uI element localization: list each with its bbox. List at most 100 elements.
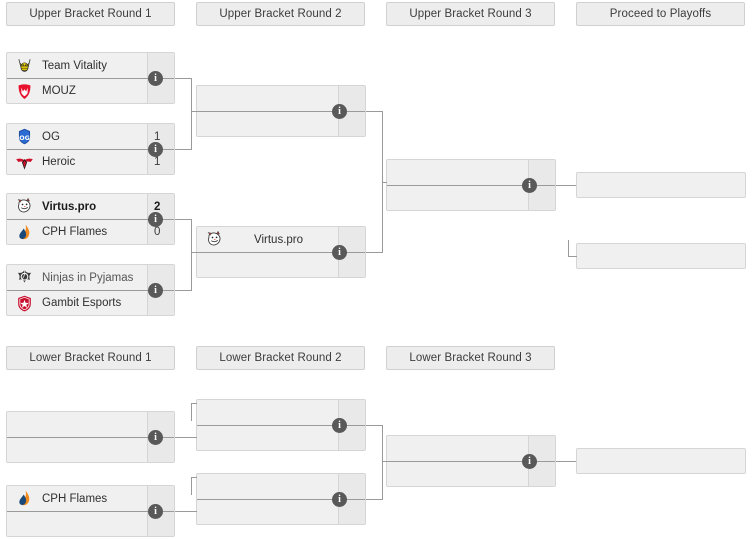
round-header-lower-bracket-round-2[interactable]: Lower Bracket Round 2 [196,346,365,370]
round-header-label: Upper Bracket Round 3 [409,8,532,20]
team-name: Ninjas in Pyjamas [42,271,134,284]
round-header-lower-bracket-round-3[interactable]: Lower Bracket Round 3 [386,346,555,370]
match-ub2-m1[interactable]: i [196,85,366,137]
match-row[interactable] [387,185,555,210]
match-row[interactable] [197,499,365,524]
team-cell: OG OG [7,127,147,146]
round-header-label: Upper Bracket Round 2 [219,8,342,20]
match-row[interactable] [577,173,745,197]
match-info-icon[interactable]: i [148,283,163,298]
round-header-label: Lower Bracket Round 2 [219,352,342,364]
connector-line [382,182,383,253]
round-header-label: Proceed to Playoffs [609,8,712,20]
connector-line [366,499,383,500]
match-row[interactable]: OG OG 1 [7,124,174,149]
playoff-slot-1[interactable] [576,172,746,198]
match-info-icon[interactable]: i [148,504,163,519]
connector-line [191,252,197,253]
cphflames-logo [15,223,34,242]
match-info-icon[interactable]: i [148,142,163,157]
connector-line [382,182,387,183]
team-name: Virtus.pro [42,200,97,213]
match-info-icon[interactable]: i [332,245,347,260]
connector-line [366,111,383,112]
team-name: CPH Flames [42,226,108,238]
connector-line [556,185,576,186]
match-info-icon[interactable]: i [332,418,347,433]
team-name: Heroic [42,156,76,168]
round-header-label: Upper Bracket Round 1 [29,8,152,20]
match-ub2-m2[interactable]: Virtus.pro i [196,226,366,278]
match-lb1-m1[interactable]: i [6,411,175,463]
match-lb1-m2[interactable]: CPH Flames i [6,485,175,537]
og-logo: OG [15,127,34,146]
connector-line [191,477,197,478]
gambit-logo [15,294,34,313]
connector-line [382,425,383,461]
round-header-lower-bracket-round-1[interactable]: Lower Bracket Round 1 [6,346,175,370]
round-header-upper-bracket-round-2[interactable]: Upper Bracket Round 2 [196,2,365,26]
match-ub1-m4[interactable]: Ninjas in Pyjamas Gambit Esports i [6,264,175,316]
team-name: OG [42,130,60,143]
connector-line [175,149,192,150]
connector-line [382,461,387,462]
round-header-label: Lower Bracket Round 1 [29,352,152,364]
match-row[interactable] [577,244,745,268]
match-ub1-m3[interactable]: Virtus.pro 2 CPH Flames 0 i [6,193,175,245]
connector-line [175,78,192,79]
match-row[interactable] [197,425,365,450]
match-info-icon[interactable]: i [148,71,163,86]
virtuspro-logo [15,197,34,216]
match-lb3-m1[interactable]: i [386,435,556,487]
playoff-slot-2[interactable] [576,243,746,269]
connector-line [366,252,383,253]
round-header-upper-bracket-round-1[interactable]: Upper Bracket Round 1 [6,2,175,26]
team-name: MOUZ [42,85,76,97]
lower-bracket-advance-slot[interactable] [576,448,746,474]
team-score [528,462,555,486]
match-info-icon[interactable]: i [148,430,163,445]
team-name: Team Vitality [42,59,107,72]
match-ub1-m1[interactable]: Team Vitality MOUZ i [6,52,175,104]
connector-line [175,437,197,438]
connector-line [191,477,192,495]
match-info-icon[interactable]: i [332,104,347,119]
team-name: Virtus.pro [254,233,304,246]
connector-line [568,256,577,257]
team-cell: Ninjas in Pyjamas [7,268,147,287]
connector-line [191,111,197,112]
connector-line [382,461,383,500]
match-row[interactable] [387,461,555,486]
connector-line [175,219,192,220]
cphflames-logo [15,489,34,508]
match-info-icon[interactable]: i [332,492,347,507]
team-cell: Gambit Esports [7,294,147,313]
mouz-logo [15,82,34,101]
team-name: CPH Flames [42,492,108,505]
match-ub3-m1[interactable]: i [386,159,556,211]
match-info-icon[interactable]: i [148,212,163,227]
round-header-label: Lower Bracket Round 3 [409,352,532,364]
connector-line [191,219,192,252]
match-lb2-m1[interactable]: i [196,399,366,451]
connector-line [366,425,383,426]
team-cell: Virtus.pro [197,230,338,249]
match-info-icon[interactable]: i [522,454,537,469]
virtuspro-logo [205,230,224,249]
team-cell: Heroic [7,153,147,172]
connector-line [175,290,192,291]
round-header-upper-bracket-round-3[interactable]: Upper Bracket Round 3 [386,2,555,26]
heroic-logo [15,153,34,172]
nip-logo [15,268,34,287]
match-ub1-m2[interactable]: OG OG 1 Heroic 1 i [6,123,175,175]
svg-text:OG: OG [19,135,30,142]
match-info-icon[interactable]: i [522,178,537,193]
connector-line [568,240,569,257]
connector-line [191,252,192,291]
team-cell: Virtus.pro [7,197,147,216]
match-row[interactable] [577,449,745,473]
match-lb2-m2[interactable]: i [196,473,366,525]
connector-line [191,78,192,111]
round-header-proceed-to-playoffs[interactable]: Proceed to Playoffs [576,2,745,26]
